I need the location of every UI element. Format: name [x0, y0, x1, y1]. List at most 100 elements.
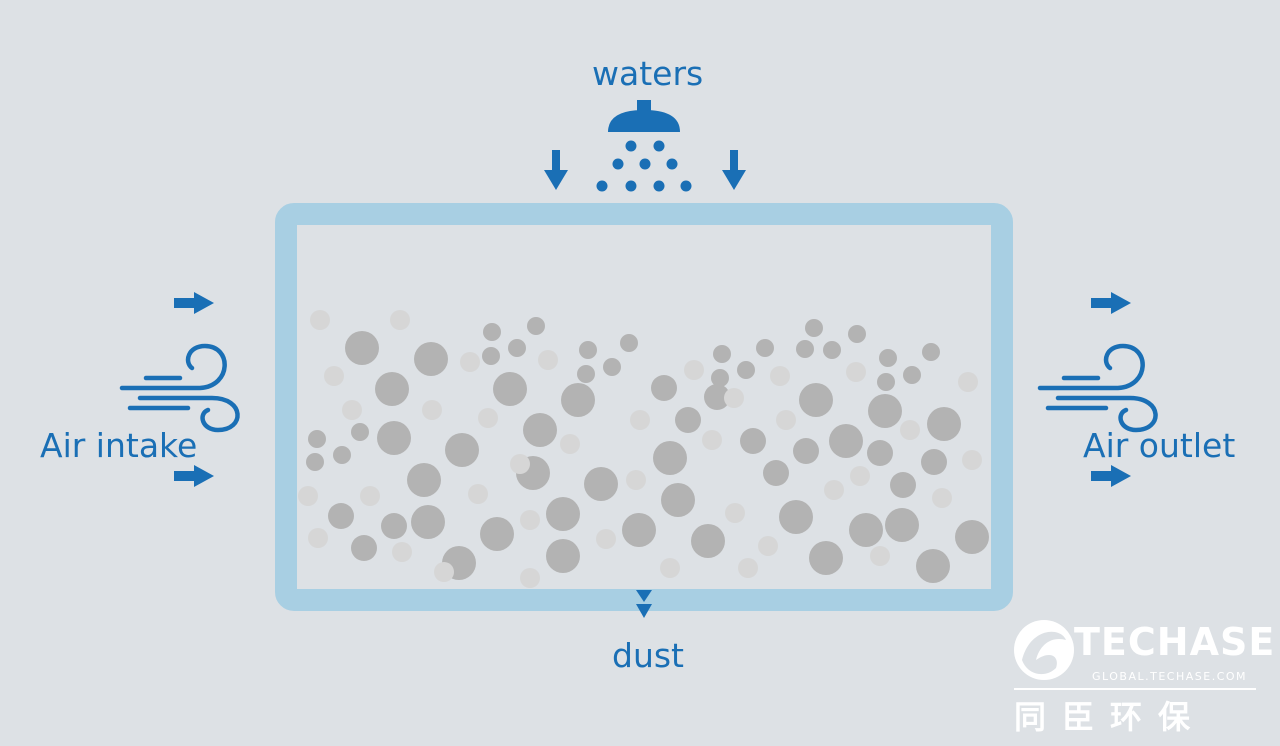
dust-particle — [345, 331, 379, 365]
dust-particle — [711, 369, 729, 387]
dust-particle — [561, 383, 595, 417]
dust-particle — [508, 339, 526, 357]
dust-particle-faint — [478, 408, 498, 428]
dust-particle — [546, 497, 580, 531]
dust-particle-faint — [660, 558, 680, 578]
dust-particle — [868, 394, 902, 428]
dust-particle — [922, 343, 940, 361]
dust-particle — [351, 423, 369, 441]
dust-particle-faint — [392, 542, 412, 562]
dust-particle — [375, 372, 409, 406]
dust-particle — [713, 345, 731, 363]
dust-particle — [523, 413, 557, 447]
dust-particle — [916, 549, 950, 583]
dust-particle-faint — [962, 450, 982, 470]
dust-particle-faint — [724, 388, 744, 408]
dust-particle — [493, 372, 527, 406]
dust-particle — [779, 500, 813, 534]
dust-particle — [622, 513, 656, 547]
dust-particle-faint — [626, 470, 646, 490]
dust-particle — [651, 375, 677, 401]
dust-particle — [661, 483, 695, 517]
air-intake-label: Air intake — [40, 426, 198, 465]
dust-particle-faint — [468, 484, 488, 504]
dust-particle — [527, 317, 545, 335]
dust-particle — [763, 460, 789, 486]
dust-particle — [333, 446, 351, 464]
dust-particle — [577, 365, 595, 383]
dust-particle — [407, 463, 441, 497]
dust-particle-faint — [770, 366, 790, 386]
dust-particle — [848, 325, 866, 343]
dust-particle — [809, 541, 843, 575]
dust-particle — [849, 513, 883, 547]
dust-particle — [381, 513, 407, 539]
dust-particle-faint — [958, 372, 978, 392]
dust-particle — [823, 341, 841, 359]
water-label: waters — [592, 54, 704, 93]
wind-icon — [119, 343, 240, 433]
dust-particle — [579, 341, 597, 359]
dust-particle — [377, 421, 411, 455]
right-arrow-icon — [174, 465, 214, 487]
brand-url: GLOBAL.TECHASE.COM — [1092, 670, 1248, 683]
brand-chinese-name: 同臣环保 — [1014, 698, 1207, 736]
dust-particle — [445, 433, 479, 467]
dust-particle-faint — [702, 430, 722, 450]
dust-particle — [740, 428, 766, 454]
dust-particle-faint — [360, 486, 380, 506]
dust-particle — [411, 505, 445, 539]
dust-particle-faint — [434, 562, 454, 582]
dust-particle — [675, 407, 701, 433]
dust-particle-faint — [846, 362, 866, 382]
dust-particle — [796, 340, 814, 358]
air-outlet-label: Air outlet — [1083, 426, 1236, 465]
dust-particle — [793, 438, 819, 464]
dust-particle — [691, 524, 725, 558]
dust-particle — [414, 342, 448, 376]
right-arrow-icon — [1091, 292, 1131, 314]
dust-particle-faint — [390, 310, 410, 330]
brand-logo-text: TECHASE — [1074, 620, 1276, 664]
dust-particle — [603, 358, 621, 376]
dust-particle — [737, 361, 755, 379]
dust-particle-faint — [538, 350, 558, 370]
dust-particle — [799, 383, 833, 417]
dust-particle — [867, 440, 893, 466]
dust-particle-faint — [776, 410, 796, 430]
dust-particle — [890, 472, 916, 498]
dust-particle — [328, 503, 354, 529]
dust-particles — [298, 310, 989, 588]
dust-particle-faint — [298, 486, 318, 506]
dust-particle-faint — [342, 400, 362, 420]
techase-logo-icon — [1014, 620, 1256, 690]
dust-particle-faint — [596, 529, 616, 549]
dust-particle-faint — [422, 400, 442, 420]
dust-particle — [483, 323, 501, 341]
dust-particle — [903, 366, 921, 384]
dust-particle — [805, 319, 823, 337]
dust-particle — [480, 517, 514, 551]
dust-down-arrow-icon — [636, 590, 652, 618]
dust-particle-faint — [630, 410, 650, 430]
dust-particle — [584, 467, 618, 501]
dust-particle-faint — [738, 558, 758, 578]
dust-particle — [955, 520, 989, 554]
dust-particle-faint — [932, 488, 952, 508]
dust-particle-faint — [758, 536, 778, 556]
dust-particle — [620, 334, 638, 352]
dust-particle-faint — [510, 454, 530, 474]
dust-particle — [829, 424, 863, 458]
wind-icon — [1037, 343, 1158, 433]
dust-particle-faint — [900, 420, 920, 440]
dust-particle — [756, 339, 774, 357]
right-arrow-icon — [1091, 465, 1131, 487]
dust-particle-faint — [460, 352, 480, 372]
right-arrow-icon — [174, 292, 214, 314]
dust-particle — [482, 347, 500, 365]
dust-particle-faint — [560, 434, 580, 454]
dust-particle — [879, 349, 897, 367]
dust-particle-faint — [725, 503, 745, 523]
dust-particle-faint — [520, 568, 540, 588]
